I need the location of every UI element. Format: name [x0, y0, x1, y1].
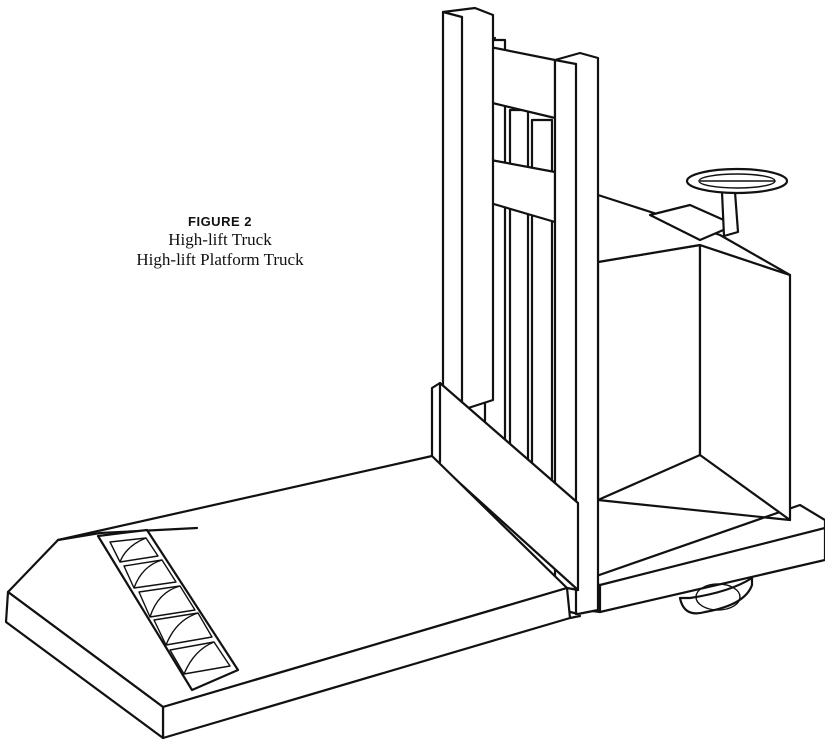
figure-label: FIGURE 2 [188, 214, 252, 229]
platform-slot-cutouts [109, 537, 231, 675]
figure-caption: FIGURE 2 High-lift Truck High-lift Platf… [60, 214, 380, 270]
steering-column [720, 190, 740, 238]
rear-wheel [678, 576, 754, 615]
caption-title-line-1: High-lift Truck [168, 230, 272, 249]
caption-title-line-2: High-lift Platform Truck [136, 250, 304, 269]
tractor-unit [583, 167, 825, 615]
platform-slot-frame [96, 528, 240, 692]
platform-left-edge [4, 590, 165, 740]
lift-platform [4, 454, 582, 740]
steering-wheel-icon [685, 167, 789, 195]
mast-upright-left [441, 6, 495, 412]
motor-housing-front [596, 243, 702, 502]
motor-housing-side [698, 243, 792, 522]
load-backrest-plate [430, 381, 580, 592]
